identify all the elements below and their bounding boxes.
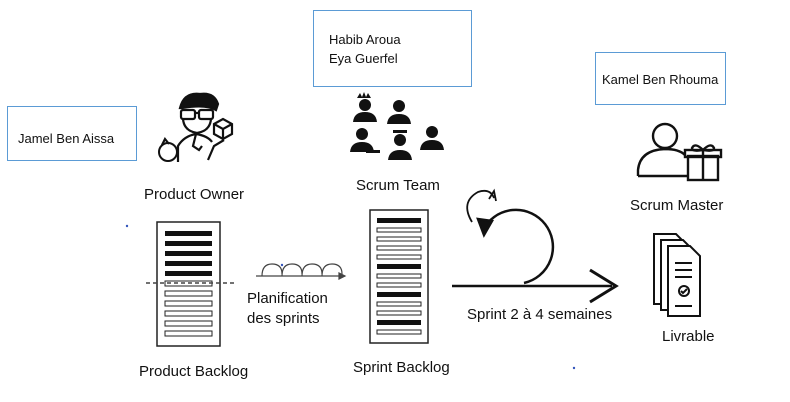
scrum-team-name-box: Habib Aroua Eya Guerfel xyxy=(313,10,472,87)
sprint-backlog-icon xyxy=(369,209,429,344)
product-backlog-icon xyxy=(146,221,236,347)
stray-dot xyxy=(572,366,576,370)
livrable-icon xyxy=(653,233,701,317)
livrable-label: Livrable xyxy=(662,328,715,345)
scrum-team-person: Eya Guerfel xyxy=(329,51,398,66)
scrum-team-icon xyxy=(350,92,444,160)
sprint-backlog-label: Sprint Backlog xyxy=(353,359,450,376)
planning-label-line2: des sprints xyxy=(247,310,320,327)
scrum-master-label: Scrum Master xyxy=(630,197,724,214)
product-owner-name-box: Jamel Ben Aissa xyxy=(7,106,137,161)
planning-label-line1: Planification xyxy=(247,290,328,307)
product-backlog-label: Product Backlog xyxy=(139,363,249,380)
scrum-master-name-box: Kamel Ben Rhouma xyxy=(595,52,726,105)
planning-label: Planification des sprints xyxy=(247,289,328,329)
scrum-master-icon xyxy=(636,122,723,182)
scrum-master-person: Kamel Ben Rhouma xyxy=(602,72,719,87)
product-owner-label: Product Owner xyxy=(144,186,245,203)
product-owner-icon xyxy=(158,92,234,162)
scrum-team-label: Scrum Team xyxy=(356,177,440,194)
stray-dot xyxy=(125,224,129,228)
sprint-duration-label: Sprint 2 à 4 semaines xyxy=(467,306,613,323)
scrum-team-person: Habib Aroua xyxy=(329,32,401,47)
product-owner-person: Jamel Ben Aissa xyxy=(18,131,115,146)
sprint-cycle-icon xyxy=(452,188,619,304)
stray-dot xyxy=(280,263,284,267)
sprint-planning-loops-icon xyxy=(256,263,347,280)
